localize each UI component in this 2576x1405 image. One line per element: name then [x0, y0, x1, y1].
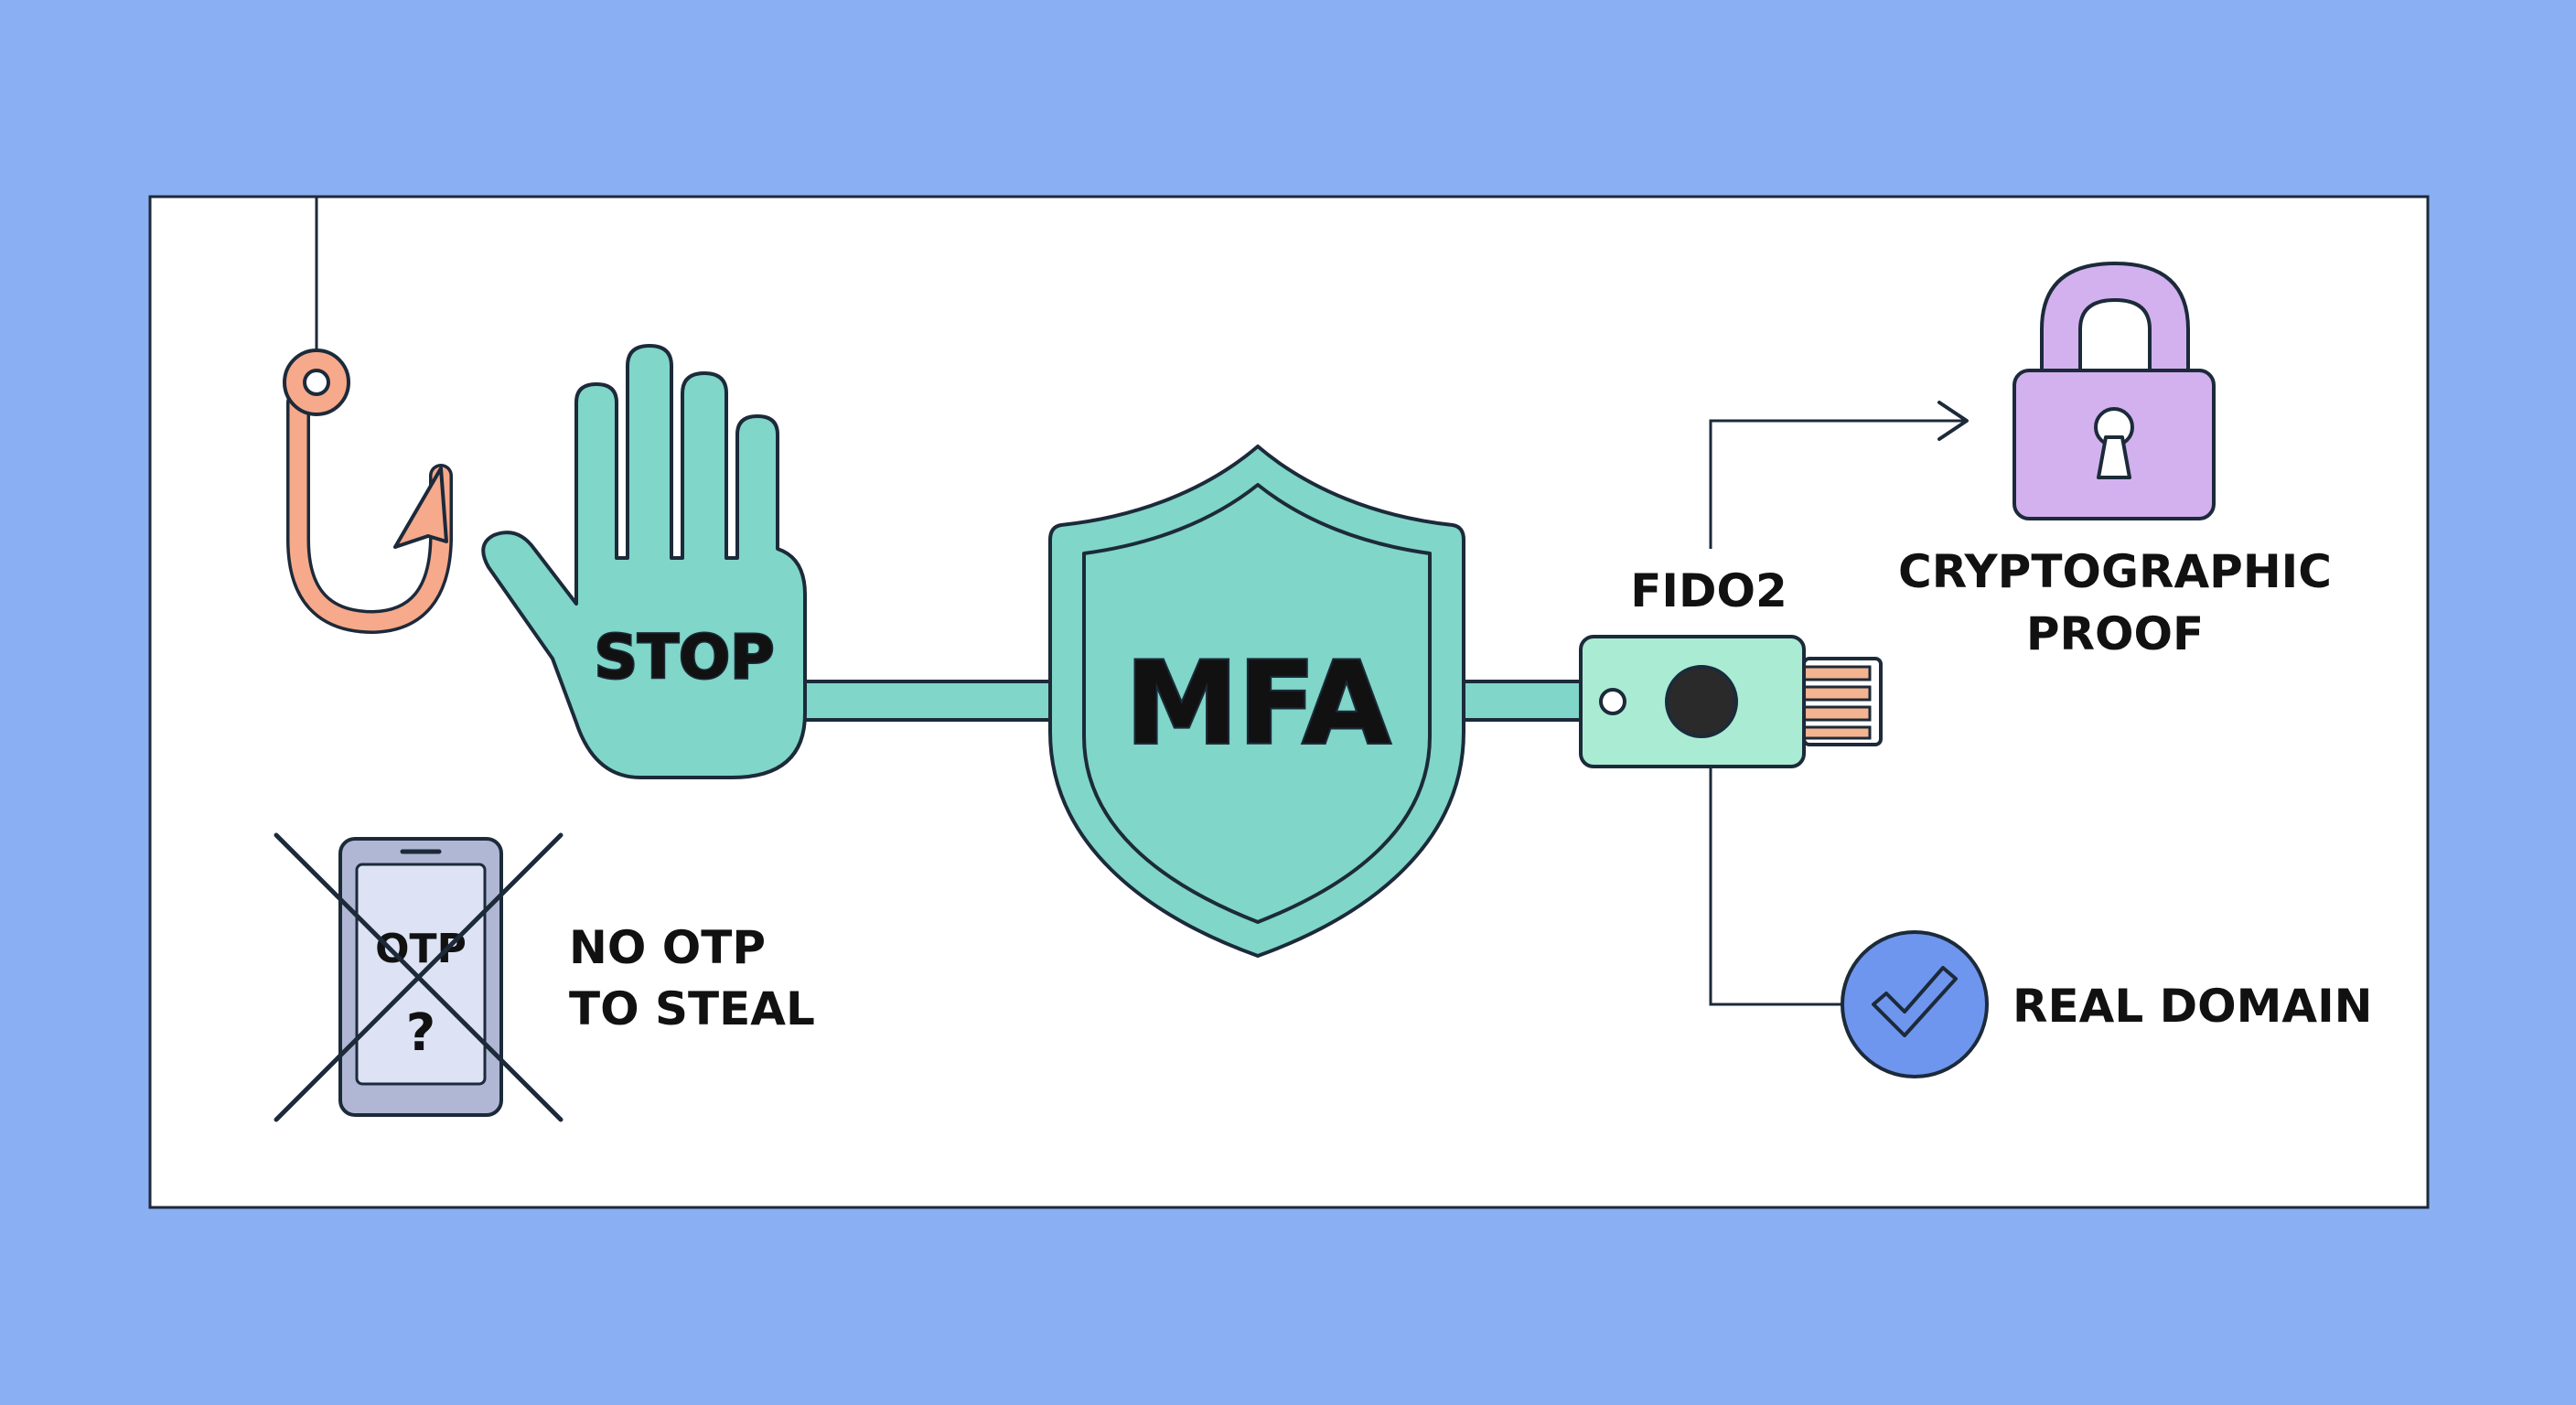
- shield-icon: MFA: [1048, 445, 1465, 958]
- fido2-label: FIDO2: [1630, 564, 1787, 617]
- fishing-hook-icon: [283, 197, 453, 635]
- no-otp-label-line2: TO STEAL: [569, 982, 815, 1035]
- phone-question-mark: ?: [406, 1003, 435, 1063]
- crypto-proof-label-line2: PROOF: [2026, 607, 2204, 660]
- no-otp-label-line1: NO OTP: [569, 921, 766, 974]
- mfa-label: MFA: [1125, 638, 1390, 770]
- stop-hand-icon: STOP: [481, 344, 807, 779]
- cross-out-icon: [274, 832, 564, 1122]
- padlock-icon: [2012, 262, 2216, 520]
- usb-security-key-icon: [1579, 635, 1883, 768]
- check-circle-icon: [1841, 930, 1989, 1078]
- stop-label: STOP: [594, 622, 774, 692]
- key-connectors: [1709, 401, 1969, 1006]
- real-domain-label: REAL DOMAIN: [2012, 980, 2373, 1033]
- crypto-proof-label-line1: CRYPTOGRAPHIC: [1898, 545, 2332, 598]
